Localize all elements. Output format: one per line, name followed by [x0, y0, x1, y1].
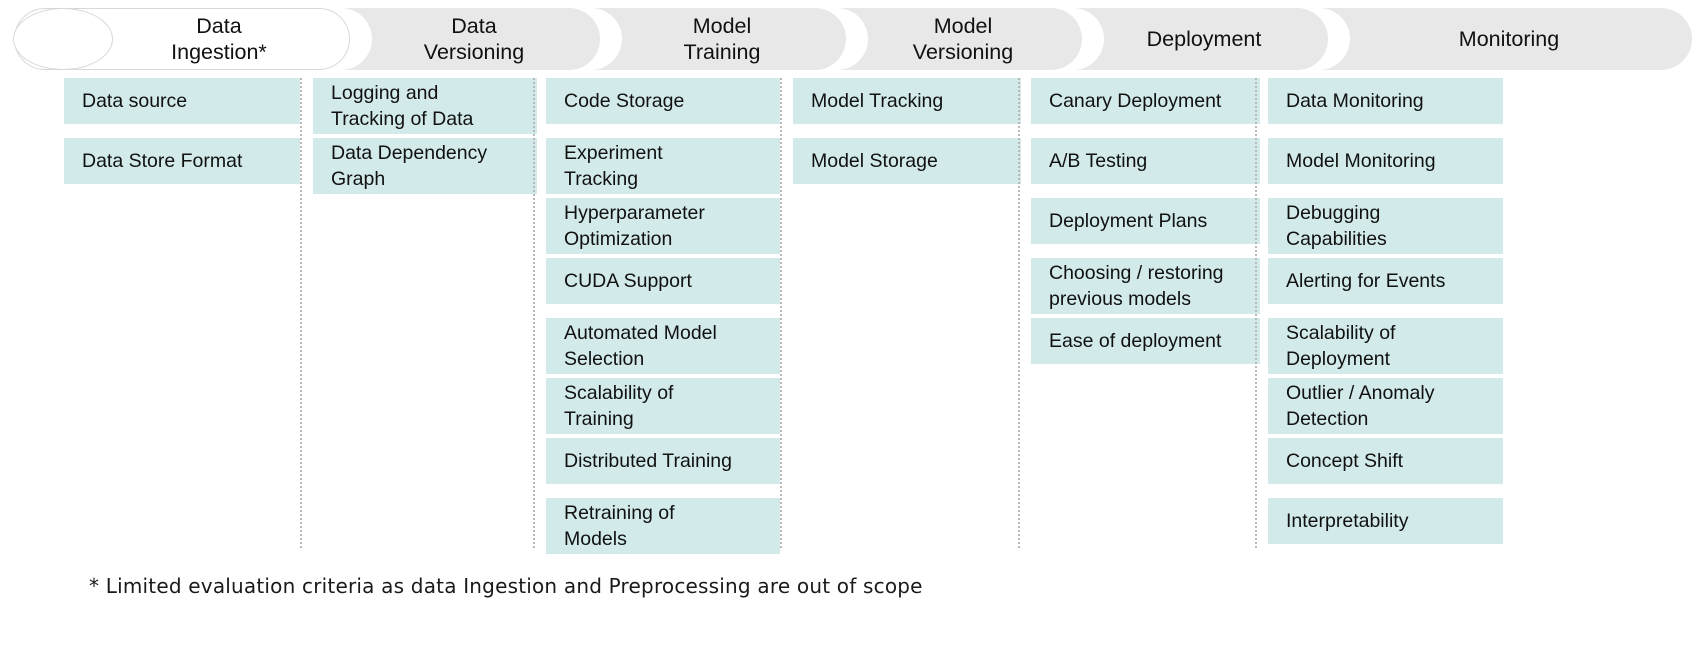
criteria-cell[interactable]: A/B Testing [1031, 138, 1260, 184]
criteria-label: Data Store Format [82, 149, 243, 172]
criteria-cell[interactable]: Retraining of Models [546, 498, 780, 554]
criteria-cell[interactable]: Distributed Training [546, 438, 780, 484]
criteria-cell[interactable]: Model Tracking [793, 78, 1021, 124]
pipeline-stage-model-training[interactable]: Model Training [560, 8, 846, 70]
criteria-label: Distributed Training [564, 449, 732, 472]
criteria-cell[interactable]: Debugging Capabilities [1268, 198, 1503, 254]
criteria-cell[interactable]: Code Storage [546, 78, 780, 124]
pipeline-stage-deployment[interactable]: Deployment [1042, 8, 1328, 70]
pipeline-stage-label: Monitoring [1458, 27, 1560, 51]
criteria-label: Experiment Tracking [564, 141, 663, 191]
column-divider [780, 78, 782, 548]
pipeline-stage-data-ingestion[interactable]: Data Ingestion* [13, 8, 350, 70]
column-divider [1255, 78, 1257, 548]
pipeline-stage-label: Deployment [1146, 27, 1262, 51]
criteria-cell[interactable]: Data Dependency Graph [313, 138, 537, 194]
criteria-label: Model Tracking [811, 89, 944, 112]
pipeline-stage-label: Model Training [683, 14, 761, 64]
criteria-label: Alerting for Events [1286, 269, 1446, 292]
criteria-cell[interactable]: Logging and Tracking of Data [313, 78, 537, 134]
criteria-cell[interactable]: Deployment Plans [1031, 198, 1260, 244]
pipeline-stage-label: Model Versioning [912, 14, 1014, 64]
criteria-label: Data Monitoring [1286, 89, 1424, 112]
criteria-label: Hyperparameter Optimization [564, 201, 705, 251]
stage-start-ellipse [13, 8, 113, 70]
criteria-label: Model Storage [811, 149, 938, 172]
criteria-cell[interactable]: CUDA Support [546, 258, 780, 304]
criteria-label: Deployment Plans [1049, 209, 1208, 232]
criteria-cell[interactable]: Interpretability [1268, 498, 1503, 544]
criteria-label: Interpretability [1286, 509, 1409, 532]
pipeline-stage-model-versioning[interactable]: Model Versioning [806, 8, 1082, 70]
criteria-label: Data source [82, 89, 188, 112]
criteria-cell[interactable]: Concept Shift [1268, 438, 1503, 484]
criteria-label: Scalability of Deployment [1286, 321, 1396, 371]
criteria-label: Automated Model Selection [564, 321, 717, 371]
criteria-label: Data Dependency Graph [331, 141, 488, 191]
criteria-label: Scalability of Training [564, 381, 674, 431]
column-divider [533, 78, 535, 548]
criteria-label: Retraining of Models [564, 501, 675, 551]
criteria-cell[interactable]: Alerting for Events [1268, 258, 1503, 304]
criteria-cell[interactable]: Canary Deployment [1031, 78, 1260, 124]
criteria-cell[interactable]: Choosing / restoring previous models [1031, 258, 1260, 314]
criteria-label: Ease of deployment [1049, 329, 1222, 352]
pipeline-stage-label: Data Versioning [423, 14, 525, 64]
criteria-label: CUDA Support [564, 269, 692, 292]
criteria-cell[interactable]: Scalability of Deployment [1268, 318, 1503, 374]
criteria-cell[interactable]: Automated Model Selection [546, 318, 780, 374]
criteria-cell[interactable]: Hyperparameter Optimization [546, 198, 780, 254]
pipeline-stage-monitoring[interactable]: Monitoring [1288, 8, 1692, 70]
criteria-cell[interactable]: Experiment Tracking [546, 138, 780, 194]
criteria-label: Canary Deployment [1049, 89, 1222, 112]
criteria-label: A/B Testing [1049, 149, 1148, 172]
criteria-cell[interactable]: Outlier / Anomaly Detection [1268, 378, 1503, 434]
criteria-label: Model Monitoring [1286, 149, 1436, 172]
criteria-label: Debugging Capabilities [1286, 201, 1387, 251]
criteria-label: Logging and Tracking of Data [331, 81, 474, 131]
criteria-cell[interactable]: Ease of deployment [1031, 318, 1260, 364]
pipeline-stage-header-band: Monitoring Deployment Model Versioning Mode… [13, 8, 1692, 70]
criteria-label: Choosing / restoring previous models [1049, 261, 1224, 311]
criteria-label: Concept Shift [1286, 449, 1404, 472]
criteria-cell[interactable]: Model Storage [793, 138, 1021, 184]
pipeline-stage-label: Data Ingestion* [171, 14, 267, 64]
footnote: * Limited evaluation criteria as data In… [89, 574, 923, 598]
criteria-cell[interactable]: Data Store Format [64, 138, 300, 184]
column-divider [300, 78, 302, 548]
criteria-label: Code Storage [564, 89, 685, 112]
criteria-cell[interactable]: Scalability of Training [546, 378, 780, 434]
criteria-label: Outlier / Anomaly Detection [1286, 381, 1435, 431]
column-divider [1018, 78, 1020, 548]
criteria-cell[interactable]: Model Monitoring [1268, 138, 1503, 184]
criteria-cell[interactable]: Data source [64, 78, 300, 124]
pipeline-stage-data-versioning[interactable]: Data Versioning [310, 8, 600, 70]
criteria-cell[interactable]: Data Monitoring [1268, 78, 1503, 124]
